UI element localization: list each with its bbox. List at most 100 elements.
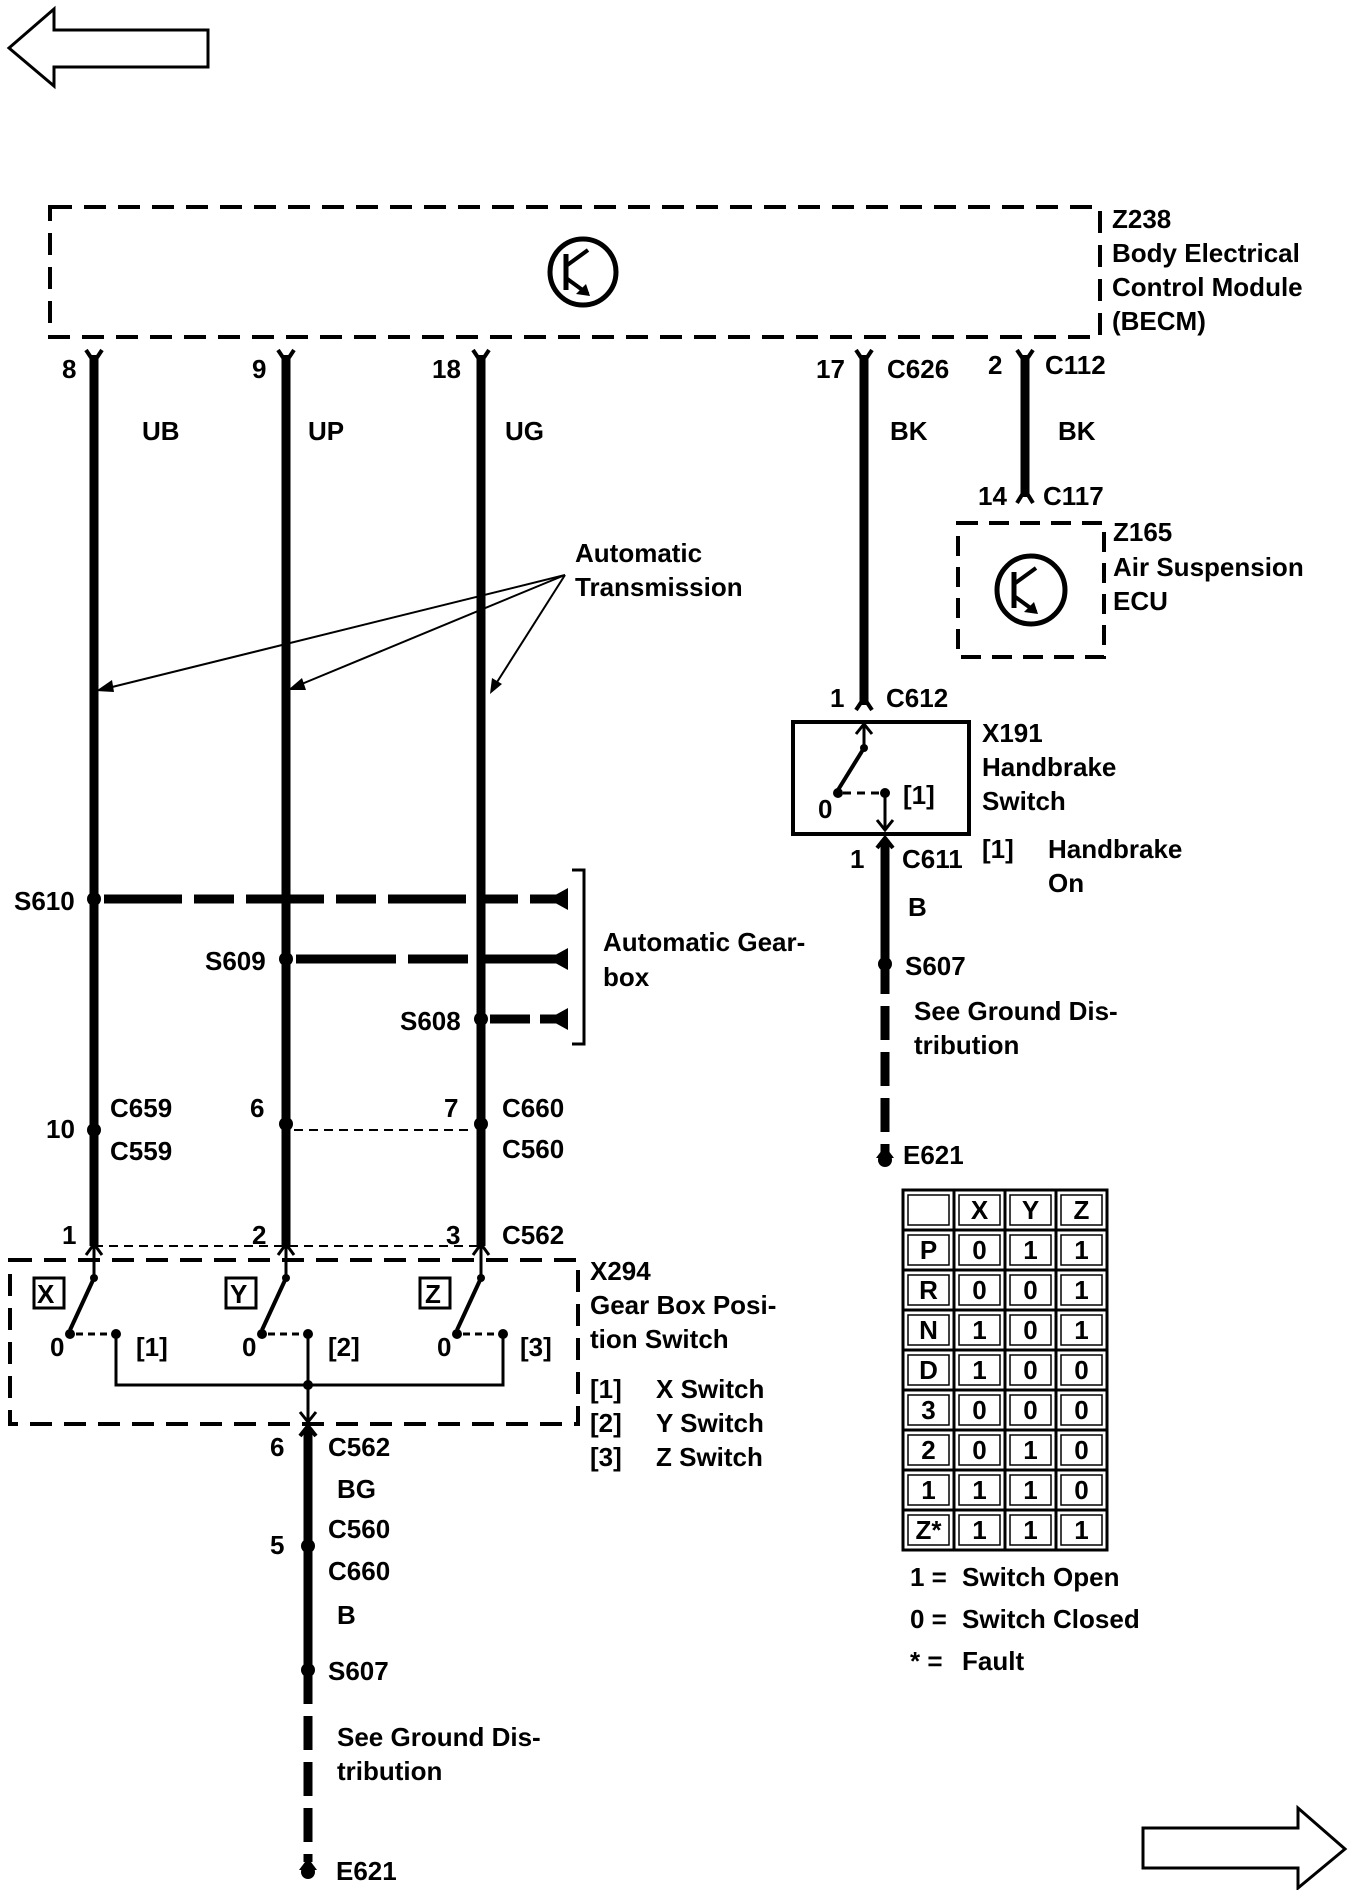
connector-c560-bottom: C560 — [328, 1514, 390, 1544]
table-cell-value: 0 — [1023, 1315, 1037, 1345]
annotation-line1: Automatic — [575, 538, 702, 568]
table-cell-value: 1 — [1023, 1475, 1037, 1505]
wire-color-up: UP — [308, 416, 344, 446]
ground-note-left-line1: See Ground Dis- — [337, 1722, 541, 1752]
connector-c612: C612 — [886, 683, 948, 713]
splice-s610: S610 — [14, 886, 75, 916]
switch-x-label: X — [37, 1279, 55, 1309]
table-cell-value: 1 — [972, 1515, 986, 1545]
pin-8-label: 8 — [62, 354, 76, 384]
table-cell-inner-border — [958, 1354, 1001, 1386]
gearbox-legend-tag-2: [2] — [590, 1408, 622, 1438]
connector-c626: C626 — [887, 354, 949, 384]
table-cell-value: 0 — [1074, 1395, 1088, 1425]
ground-note-right-line1: See Ground Dis- — [914, 996, 1118, 1026]
table-cell-inner-border — [1060, 1234, 1103, 1266]
ground-note-left-line2: tribution — [337, 1756, 442, 1786]
switch-x — [32, 1246, 121, 1339]
table-legend-text-3: Fault — [962, 1646, 1024, 1676]
table-cell-value: 1 — [1023, 1515, 1037, 1545]
gearbox-legend-text-2: Y Switch — [656, 1408, 764, 1438]
ground-e621-left: E621 — [336, 1856, 397, 1886]
handbrake-id: X191 — [982, 718, 1043, 748]
table-cell-inner-border — [1060, 1394, 1103, 1426]
switch-z-zero: 0 — [437, 1332, 451, 1362]
switch-y-zero: 0 — [242, 1332, 256, 1362]
table-cell-inner-border — [1060, 1474, 1103, 1506]
table-cell-inner-border — [907, 1274, 950, 1306]
handbrake-name-line2: Switch — [982, 786, 1066, 816]
wire-ub — [84, 348, 104, 1246]
switch-z-label: Z — [425, 1279, 441, 1309]
handbrake-state-tag: [1] — [903, 780, 935, 810]
pin-14-label: 14 — [978, 481, 1007, 511]
table-header-cell — [901, 1188, 956, 1232]
table-cell-inner-border — [907, 1394, 950, 1426]
prev-page-arrow-icon[interactable] — [6, 5, 210, 90]
table-cell-inner-border — [1009, 1314, 1052, 1346]
switch-y — [224, 1246, 313, 1339]
wire-bk-air-suspension — [1015, 348, 1035, 505]
table-cell-value: 0 — [972, 1435, 986, 1465]
annotation-line2: Transmission — [575, 572, 743, 602]
table-row-label: D — [919, 1355, 938, 1385]
table-cell-inner-border — [907, 1354, 950, 1386]
connector-c560: C560 — [502, 1134, 564, 1164]
pin-9-label: 9 — [252, 354, 266, 384]
table-cell-inner-border — [1060, 1274, 1103, 1306]
handbrake-switch — [791, 720, 971, 836]
ground-note-right-line2: tribution — [914, 1030, 1019, 1060]
handbrake-top-pin: 1 — [830, 683, 844, 713]
air-suspension-name-line1: Air Suspension — [1113, 552, 1304, 582]
table-cell-value: 0 — [972, 1395, 986, 1425]
gearbox-name-line2: tion Switch — [590, 1324, 729, 1354]
table-cell-inner-border — [1060, 1194, 1103, 1226]
pin-18-label: 18 — [432, 354, 461, 384]
becm-name-line2: Control Module — [1112, 272, 1303, 302]
table-row-label: P — [920, 1235, 937, 1265]
table-cell-inner-border — [1009, 1474, 1052, 1506]
table-cell-value: 0 — [1023, 1355, 1037, 1385]
table-cell — [1054, 1508, 1109, 1552]
table-cell-value: 1 — [1074, 1315, 1088, 1345]
table-cell-inner-border — [958, 1434, 1001, 1466]
table-cell-value: 0 — [972, 1235, 986, 1265]
table-row-label: N — [919, 1315, 938, 1345]
table-cell-inner-border — [907, 1474, 950, 1506]
handbrake-name-line1: Handbrake — [982, 752, 1116, 782]
table-cell-value: 0 — [1074, 1435, 1088, 1465]
table-row-label: 2 — [921, 1435, 935, 1465]
connector-c562-top: C562 — [502, 1220, 564, 1250]
switch-y-label: Y — [230, 1279, 247, 1309]
table-cell-value: 1 — [1023, 1235, 1037, 1265]
air-suspension-name-line2: ECU — [1113, 586, 1168, 616]
splice-s609: S609 — [205, 946, 266, 976]
table-header-text: Z — [1074, 1195, 1090, 1225]
mid-connector-markers — [87, 1117, 488, 1137]
annotation-pointer-arrows — [96, 574, 566, 694]
wire-bk-handbrake — [854, 348, 874, 712]
table-cell-inner-border — [1060, 1354, 1103, 1386]
table-cell-inner-border — [1060, 1314, 1103, 1346]
splice-group-line2: box — [603, 962, 650, 992]
wire-b-right — [875, 834, 895, 1167]
next-page-arrow-icon[interactable] — [1141, 1804, 1348, 1890]
table-cell-inner-border — [1009, 1234, 1052, 1266]
wire-color-bk-1: BK — [890, 416, 928, 446]
table-cell-value: 1 — [972, 1355, 986, 1385]
pin-17-label: 17 — [816, 354, 845, 384]
pin-2-label: 2 — [988, 350, 1002, 380]
table-cell-inner-border — [907, 1434, 950, 1466]
connector-c659: C659 — [110, 1093, 172, 1123]
wire-bg-b-left — [298, 1422, 318, 1879]
becm-name-line1: Body Electrical — [1112, 238, 1300, 268]
table-legend-text-1: Switch Open — [962, 1562, 1119, 1592]
wire-color-b-right: B — [908, 892, 927, 922]
pin-6-bottom-label: 6 — [270, 1432, 284, 1462]
table-row-label: R — [919, 1275, 938, 1305]
handbrake-zero: 0 — [818, 794, 832, 824]
handbrake-legend-line1: Handbrake — [1048, 834, 1182, 864]
table-cell-inner-border — [1009, 1434, 1052, 1466]
becm-module — [48, 205, 1102, 339]
